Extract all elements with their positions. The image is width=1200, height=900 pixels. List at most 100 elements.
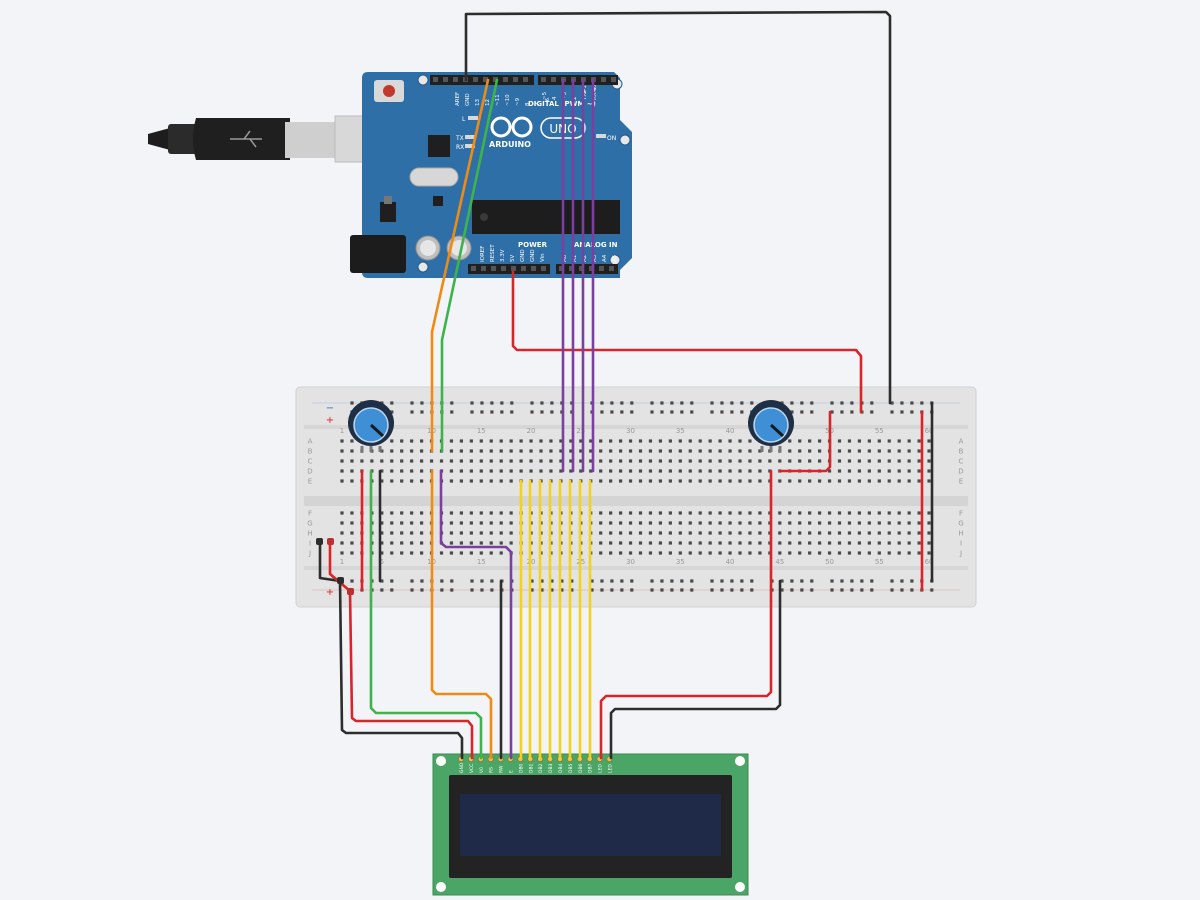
analog-pin-label: A3	[592, 254, 598, 262]
wire-rail-gnd-link	[318, 539, 342, 583]
digital-pin-label: ~3	[562, 91, 568, 100]
power-jack	[350, 235, 406, 273]
usb-chip	[428, 135, 450, 157]
digital-pin-label: 7	[535, 102, 541, 106]
row-letter-J: J	[308, 550, 311, 558]
potentiometer-right[interactable]	[748, 400, 794, 452]
rail-minus-label-top: −	[326, 403, 334, 414]
power-pin-label: GND	[530, 249, 536, 262]
wire-pot-right-vcc	[778, 410, 832, 473]
column-number-30: 30	[626, 558, 635, 566]
arduino-infinity-logo	[490, 116, 533, 138]
column-number-40: 40	[726, 427, 735, 435]
digital-pin-label: 12	[485, 99, 491, 106]
analog-pin-label: A5	[612, 254, 618, 262]
row-letter-C: C	[959, 458, 964, 466]
lcd-pin-label: DB0	[518, 763, 524, 773]
digital-pin-label: 4	[552, 96, 558, 100]
column-number-55: 55	[875, 427, 884, 435]
row-letter-B: B	[959, 448, 964, 456]
row-letter-A: A	[308, 438, 313, 446]
lcd-pin-label: V0	[479, 767, 485, 773]
lcd-pin-label: LED	[598, 764, 604, 773]
row-letter-I: I	[309, 540, 311, 548]
rail-plus-label-top: +	[326, 415, 334, 426]
digital-pin-label: ~6	[545, 97, 551, 106]
wire-5v	[511, 270, 863, 414]
column-number-1: 1	[340, 427, 344, 435]
lcd-pin-label: VCC	[469, 764, 475, 773]
lcd-pin-label: DB7	[588, 763, 594, 773]
wire-endpoints	[316, 538, 354, 595]
atmega-chip	[472, 200, 620, 234]
digital-pin-label: RX◄0	[592, 84, 598, 100]
digital-pin-label: 2	[572, 97, 578, 101]
wire-lcd-gnd	[338, 579, 464, 760]
row-letter-E: E	[959, 478, 963, 486]
column-number-30: 30	[626, 427, 635, 435]
row-letter-A: A	[959, 438, 964, 446]
digital-pin-label: ~5	[542, 91, 548, 100]
rail-plus-label-bottom: +	[326, 587, 334, 598]
row-letter-G: G	[958, 520, 963, 528]
analog-pin-label: A0	[562, 254, 568, 262]
wire-pot-left-wiper	[369, 469, 483, 760]
analog-label: ANALOG IN	[574, 241, 618, 249]
breadboard[interactable]: 1155101015152020252530303535404045455050…	[295, 386, 977, 608]
power-pin-label: RESET	[490, 244, 496, 262]
row-letter-H: H	[307, 530, 312, 538]
column-number-40: 40	[726, 558, 735, 566]
crystal	[409, 167, 459, 187]
wire-pin12	[430, 78, 490, 453]
column-number-5: 5	[380, 558, 384, 566]
column-number-1: 1	[340, 558, 344, 566]
column-number-25: 25	[576, 427, 585, 435]
potentiometer-left[interactable]	[348, 400, 394, 452]
usb-cable	[148, 115, 404, 163]
lcd-pin-label: DB6	[578, 763, 584, 773]
usb-icon	[230, 130, 262, 148]
wire-pin11	[440, 78, 499, 453]
lcd-pin-label: DB5	[568, 763, 574, 773]
column-number-60: 60	[925, 427, 934, 435]
digital-pin-label: ~10	[505, 94, 511, 106]
power-pin-label: Vin	[540, 253, 546, 262]
digital-pin-label: AREF	[455, 92, 461, 106]
row-letter-J: J	[959, 550, 962, 558]
column-number-20: 20	[527, 427, 536, 435]
column-number-15: 15	[477, 427, 486, 435]
led-label-rx: RX	[456, 144, 464, 151]
power-pin-label: 5V	[510, 255, 516, 262]
wire-lcd-rs	[430, 469, 493, 760]
lcd-pin-label: LED	[608, 764, 614, 773]
on-led-label: ON	[607, 135, 616, 142]
column-number-55: 55	[875, 558, 884, 566]
power-pin-label: 3.3V	[500, 249, 506, 262]
row-letter-D: D	[307, 468, 312, 476]
lcd-pin-label: DB2	[538, 763, 544, 773]
lcd-pin-label: E	[509, 770, 515, 773]
column-number-15: 15	[477, 558, 486, 566]
wire-rail-vcc-link	[328, 539, 352, 593]
column-number-60: 60	[925, 558, 934, 566]
led-label-l: L	[462, 116, 466, 123]
digital-pin-label: ~11	[495, 94, 501, 106]
power-pin-label: IOREF	[480, 246, 486, 262]
wire-lcd-e	[439, 469, 513, 760]
lcd-screen	[460, 794, 721, 856]
row-letter-D: D	[958, 468, 963, 476]
lcd-pin-label: RW	[499, 765, 505, 773]
column-number-35: 35	[676, 558, 685, 566]
wire-lcd-led-cathode	[609, 579, 782, 760]
row-letter-F: F	[308, 510, 312, 518]
lcd-pin-label: DB3	[548, 763, 554, 773]
row-letter-H: H	[958, 530, 963, 538]
lcd-pin-label: DB4	[558, 763, 564, 773]
column-number-50: 50	[825, 558, 834, 566]
